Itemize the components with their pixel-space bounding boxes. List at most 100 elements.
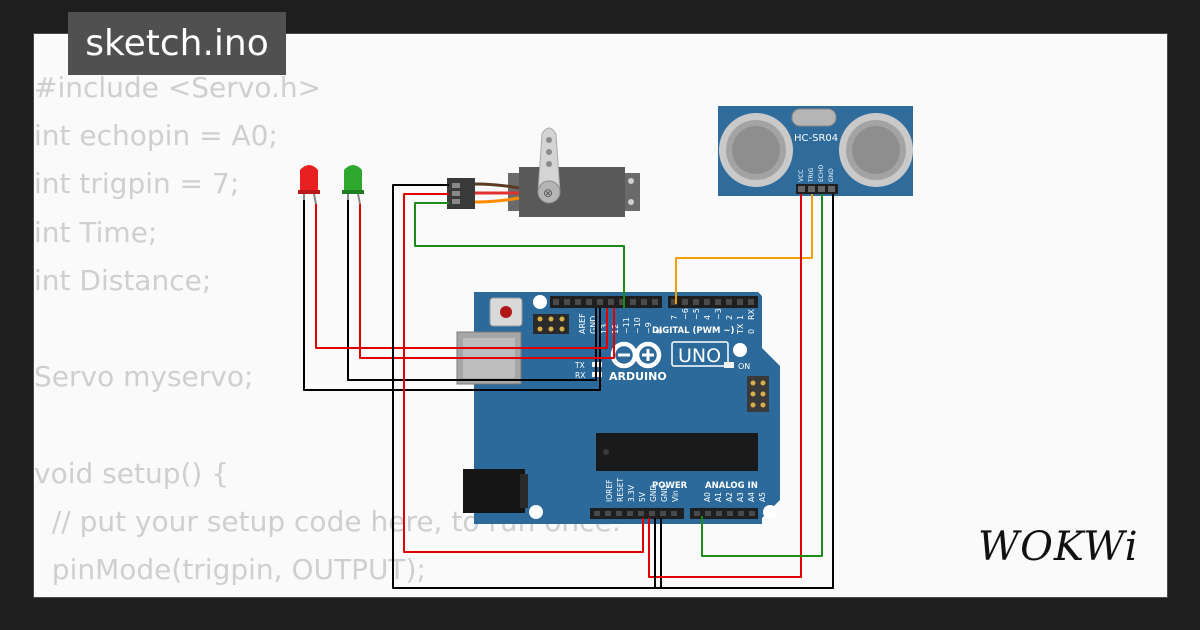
servo-motor[interactable]: ⊗ — [447, 127, 640, 217]
pin-label: RESET — [616, 478, 625, 502]
pin-label: ECHO — [818, 165, 825, 182]
code-line: int echopin = A0; — [34, 119, 278, 153]
pin-label: 2 — [725, 315, 734, 320]
pin-label: GND — [828, 168, 835, 182]
wire-sensor-gnd[interactable] — [654, 194, 834, 589]
code-background: #include <Servo.h> int echopin = A0; int… — [34, 64, 621, 594]
power-jack-lip — [520, 474, 528, 508]
power-pin-labels: IOREF RESET 3.3V 5V GND GND Vin A0 A1 A2… — [605, 478, 767, 502]
arduino-uno-board[interactable]: AREF GND 13 12 ~11 ~10 ~9 8 7 ~6 ~5 4 ~3… — [456, 292, 780, 524]
green-led[interactable] — [342, 165, 364, 205]
pin-label: ~3 — [714, 308, 723, 320]
pin-label: A4 — [747, 492, 756, 502]
pin-label: A2 — [725, 492, 734, 502]
wire-green-led-gnd[interactable] — [347, 200, 597, 381]
pin-label: TRIG — [808, 167, 815, 183]
wire-green-led-signal[interactable] — [359, 204, 615, 359]
pin-label: A1 — [714, 492, 723, 502]
servo-screw-icon: ⊗ — [543, 186, 553, 200]
mount-hole — [733, 343, 747, 357]
pin-label: A3 — [736, 492, 745, 502]
pin-label: A5 — [758, 492, 767, 502]
tx-label: TX — [574, 361, 585, 370]
pin-label: ~5 — [692, 308, 701, 320]
wokwi-logo: WOKWi — [978, 524, 1139, 570]
code-line: int trigpin = 7; — [34, 167, 240, 201]
icsp-header — [533, 314, 569, 334]
code-line: #include <Servo.h> — [34, 71, 322, 104]
pin-label: 5V — [638, 491, 647, 502]
uno-model-text: UNO — [678, 345, 721, 367]
wire-sensor-trig[interactable] — [675, 194, 813, 304]
pin-label-aref: AREF — [578, 313, 587, 334]
analog-header[interactable] — [690, 508, 758, 519]
pin-label-gnd: GND — [589, 316, 598, 334]
pin-label: 7 — [670, 315, 679, 320]
pin-label: A0 — [703, 492, 712, 502]
wire-red-led-signal[interactable] — [315, 204, 608, 349]
code-line: Servo myservo; — [34, 360, 254, 394]
green-led-lens — [344, 165, 362, 192]
icsp-header-2 — [747, 376, 769, 412]
code-line: pinMode(trigpin, OUTPUT); — [34, 553, 426, 587]
power-jack — [463, 469, 525, 513]
servo-ear-right — [622, 173, 640, 211]
servo-hub — [537, 180, 561, 204]
pin-label: ~9 — [644, 322, 653, 334]
pin-label: 8 — [655, 329, 664, 334]
pin-label: 12 — [611, 324, 620, 334]
hc-sr04-sensor[interactable]: HC-SR04 VCC TRIG ECHO GND — [718, 106, 913, 196]
pin-label: Vin — [671, 490, 680, 502]
code-line: int Distance; — [34, 263, 212, 297]
reset-button-cap — [500, 306, 512, 318]
wire-servo-signal[interactable] — [414, 202, 625, 308]
pin-label: VCC — [798, 170, 805, 182]
bottom-header-pins — [594, 511, 755, 516]
sensor-label: HC-SR04 — [794, 133, 838, 144]
wire-servo-gnd[interactable] — [392, 184, 662, 589]
code-line: // put your setup code here, to run once… — [34, 504, 622, 538]
pin-label: RX — [747, 308, 756, 320]
digital-header-right[interactable] — [668, 296, 758, 308]
pin-label: 1 — [736, 315, 745, 320]
pin-label: GND — [649, 485, 658, 502]
uno-box — [671, 341, 729, 367]
pin-label: ~11 — [622, 317, 631, 334]
chip-notch — [603, 449, 609, 455]
red-led-lens — [300, 165, 318, 192]
servo-connector — [447, 178, 475, 209]
pin-label: IOREF — [605, 480, 614, 502]
on-led — [724, 362, 734, 368]
wire-sensor-echo[interactable] — [701, 194, 823, 557]
sensor-pin-header — [796, 184, 838, 194]
digital-header-pins — [553, 299, 754, 305]
arduino-brand-text: ARDUINO — [609, 370, 667, 383]
red-led[interactable] — [298, 165, 320, 205]
mount-hole — [763, 505, 777, 519]
pin-label: ~10 — [633, 317, 642, 334]
sketch-filename-badge: sketch.ino — [68, 12, 286, 75]
code-line: void setup() { — [34, 456, 230, 490]
wires — [303, 184, 834, 589]
rx-label: RX — [575, 371, 585, 380]
power-header[interactable] — [590, 508, 684, 519]
digital-pin-labels: AREF GND 13 12 ~11 ~10 ~9 8 7 ~6 ~5 4 ~3… — [578, 308, 756, 335]
pin-label: GND — [660, 485, 669, 502]
analog-label: ANALOG IN — [705, 481, 758, 491]
pin-label: 3.3V — [627, 484, 636, 502]
pin-label: 4 — [703, 315, 712, 320]
code-line: int Time; — [34, 215, 158, 249]
pin-label: TX — [736, 323, 745, 335]
on-label: ON — [738, 362, 750, 371]
digital-label: DIGITAL (PWM ~) — [652, 326, 734, 336]
mount-hole — [533, 295, 547, 309]
pin-label: ~6 — [681, 308, 690, 320]
sensor-pin-labels: VCC TRIG ECHO GND — [798, 165, 835, 183]
mount-hole — [529, 505, 543, 519]
power-label: POWER — [652, 481, 688, 491]
wire-sensor-vcc[interactable] — [648, 194, 802, 578]
sensor-crystal — [791, 108, 837, 127]
pin-label: 0 — [747, 329, 756, 334]
wire-servo-vcc[interactable] — [403, 193, 644, 553]
